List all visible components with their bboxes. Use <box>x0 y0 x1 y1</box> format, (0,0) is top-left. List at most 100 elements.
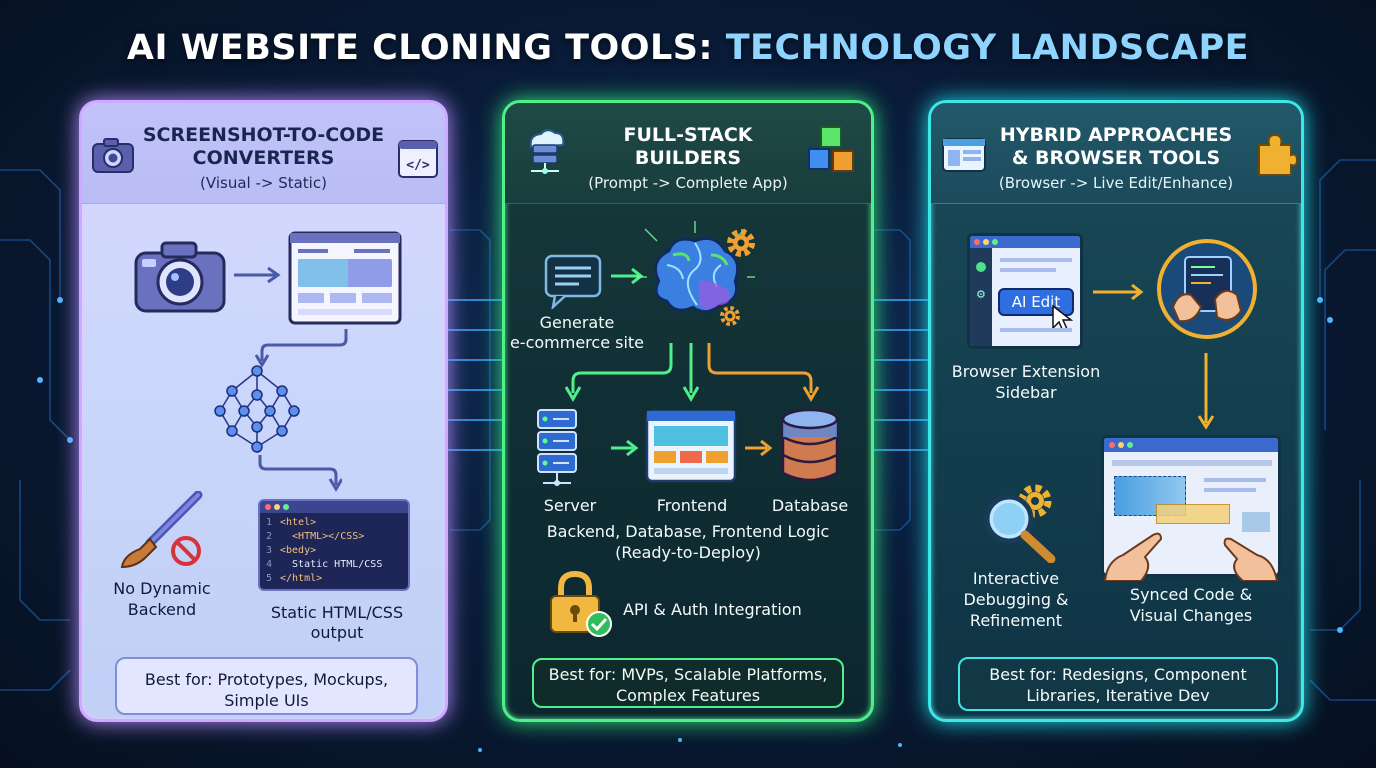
debug-line2: Debugging & <box>963 590 1069 609</box>
debug-line3: Refinement <box>969 611 1063 630</box>
best-line1: Best for: MVPs, Scalable Platforms, <box>548 665 828 684</box>
panel2-title-line2: BUILDERS <box>634 147 742 169</box>
code-line-number: 3 <box>266 545 273 556</box>
maximize-dot-icon <box>283 504 289 510</box>
code-window-icon: </> <box>398 140 438 178</box>
code-line-number: 4 <box>266 559 273 570</box>
code-line-text: <HTML></CSS> <box>280 531 365 542</box>
arrow-right-icon <box>745 439 773 457</box>
api-auth-label: API & Auth Integration <box>623 600 802 619</box>
close-dot-icon <box>974 239 980 245</box>
panel2-title-line1: FULL-STACK <box>623 124 753 146</box>
no-backend-line2: Backend <box>127 600 197 619</box>
close-dot-icon <box>1109 442 1115 448</box>
minimize-dot-icon <box>274 504 280 510</box>
frontend-label: Frontend <box>656 496 728 515</box>
panel1-best-for: Best for: Prototypes, Mockups, Simple UI… <box>115 657 418 715</box>
ai-edit-button[interactable]: AI Edit <box>998 288 1074 316</box>
output-line1: Static HTML/CSS <box>270 603 404 622</box>
panel-header <box>82 103 445 204</box>
code-line-text: Static HTML/CSS <box>280 559 383 570</box>
arrow-right-icon <box>611 267 644 285</box>
panel2-best-for: Best for: MVPs, Scalable Platforms, Comp… <box>532 658 844 708</box>
code-line: 5 </html> <box>266 572 408 586</box>
hands-touching-icon <box>1103 532 1279 581</box>
server-label: Server <box>543 496 597 515</box>
panel2-subtitle: (Prompt -> Complete App) <box>588 174 788 192</box>
code-editor: 1<htel>2 <HTML></CSS>3<bedy>4 Static HTM… <box>258 499 410 591</box>
sync-line2: Visual Changes <box>1129 606 1253 625</box>
svg-text:</>: </> <box>406 158 430 173</box>
code-line-text: <bedy> <box>280 545 317 556</box>
lock-check-icon <box>550 570 612 637</box>
minimize-dot-icon <box>983 239 989 245</box>
prompt-line2: e-commerce site <box>509 333 645 352</box>
hybrid-approaches-panel: HYBRID APPROACHES & BROWSER TOOLS (Brows… <box>928 100 1304 722</box>
code-line-number: 5 <box>266 573 273 584</box>
code-line: 4 Static HTML/CSS <box>266 558 408 572</box>
server-icon <box>537 409 577 486</box>
prompt-line1: Generate <box>539 313 615 332</box>
frontend-window-icon <box>645 409 737 483</box>
best-line1: Best for: Prototypes, Mockups, <box>144 670 389 689</box>
cloud-server-icon <box>529 129 565 174</box>
title-part1: AI WEBSITE CLONING TOOLS: <box>126 28 713 68</box>
arrow-down-icon <box>1197 353 1215 430</box>
database-label: Database <box>771 496 849 515</box>
ai-brain-icon <box>637 221 755 313</box>
arrow-right-icon <box>611 439 639 457</box>
screenshot-to-code-panel: </> SCREENSHOT-TO-CODE CONVERTERS (Visua… <box>79 100 448 722</box>
hands-coding-icon <box>1157 239 1257 339</box>
database-icon <box>781 408 839 482</box>
flow-arrow-down-icon <box>254 329 348 368</box>
sync-line1: Synced Code & <box>1129 585 1253 604</box>
text-placeholder <box>1204 478 1266 482</box>
code-line: 1<htel> <box>266 516 408 530</box>
panel3-best-for: Best for: Redesigns, Component Libraries… <box>958 657 1278 711</box>
panel3-subtitle: (Browser -> Live Edit/Enhance) <box>998 174 1234 192</box>
branch-arrows-icon <box>564 343 820 402</box>
address-bar <box>1112 460 1272 466</box>
code-line: 3 <bedy> <box>266 544 408 558</box>
gear-icon: ⚙ <box>976 288 986 301</box>
magnifier-gear-icon <box>984 484 1056 563</box>
ext-line2: Sidebar <box>995 383 1057 402</box>
no-backend-line1: No Dynamic <box>113 579 211 598</box>
flow-arrow-down-icon <box>258 455 342 492</box>
code-line: 2 <HTML></CSS> <box>266 530 408 544</box>
selection-highlight <box>1156 504 1230 524</box>
large-camera-icon <box>134 241 226 313</box>
title-part2: TECHNOLOGY LANDSCAPE <box>725 28 1250 68</box>
gear-icon <box>727 229 755 257</box>
text-placeholder <box>1000 268 1056 272</box>
mock-titlebar <box>970 236 1080 248</box>
text-placeholder <box>1204 488 1256 492</box>
panel1-title-line1: SCREENSHOT-TO-CODE <box>142 124 385 146</box>
paintbrush-no-icon <box>120 491 203 569</box>
panel3-title-line1: HYBRID APPROACHES <box>999 124 1233 146</box>
blocks-icon <box>808 126 854 172</box>
panel1-title-line2: CONVERTERS <box>192 147 335 169</box>
stack-line1: Backend, Database, Frontend Logic <box>546 522 830 541</box>
output-line2: output <box>310 623 364 642</box>
small-gear-icon <box>720 306 740 326</box>
mock-titlebar <box>1104 438 1278 452</box>
arrow-right-icon <box>1093 283 1144 301</box>
code-line-number: 2 <box>266 531 273 542</box>
arrow-right-icon <box>234 266 281 284</box>
extension-sidebar: ⚙ <box>970 248 992 346</box>
panel3-title-line2: & BROWSER TOOLS <box>1011 147 1221 169</box>
code-line-text: </html> <box>280 573 323 584</box>
best-line2: Simple UIs <box>224 691 309 710</box>
minimize-dot-icon <box>1118 442 1124 448</box>
image-placeholder <box>1242 512 1270 532</box>
panel-header <box>931 103 1301 204</box>
main-title: AI WEBSITE CLONING TOOLS: TECHNOLOGY LAN… <box>0 28 1376 68</box>
text-placeholder <box>1000 258 1072 262</box>
chat-prompt-icon <box>544 254 602 309</box>
full-stack-builders-panel: FULL-STACK BUILDERS (Prompt -> Complete … <box>502 100 874 722</box>
close-dot-icon <box>265 504 271 510</box>
code-line-text: <htel> <box>280 517 317 528</box>
best-line2: Libraries, Iterative Dev <box>1026 686 1210 705</box>
